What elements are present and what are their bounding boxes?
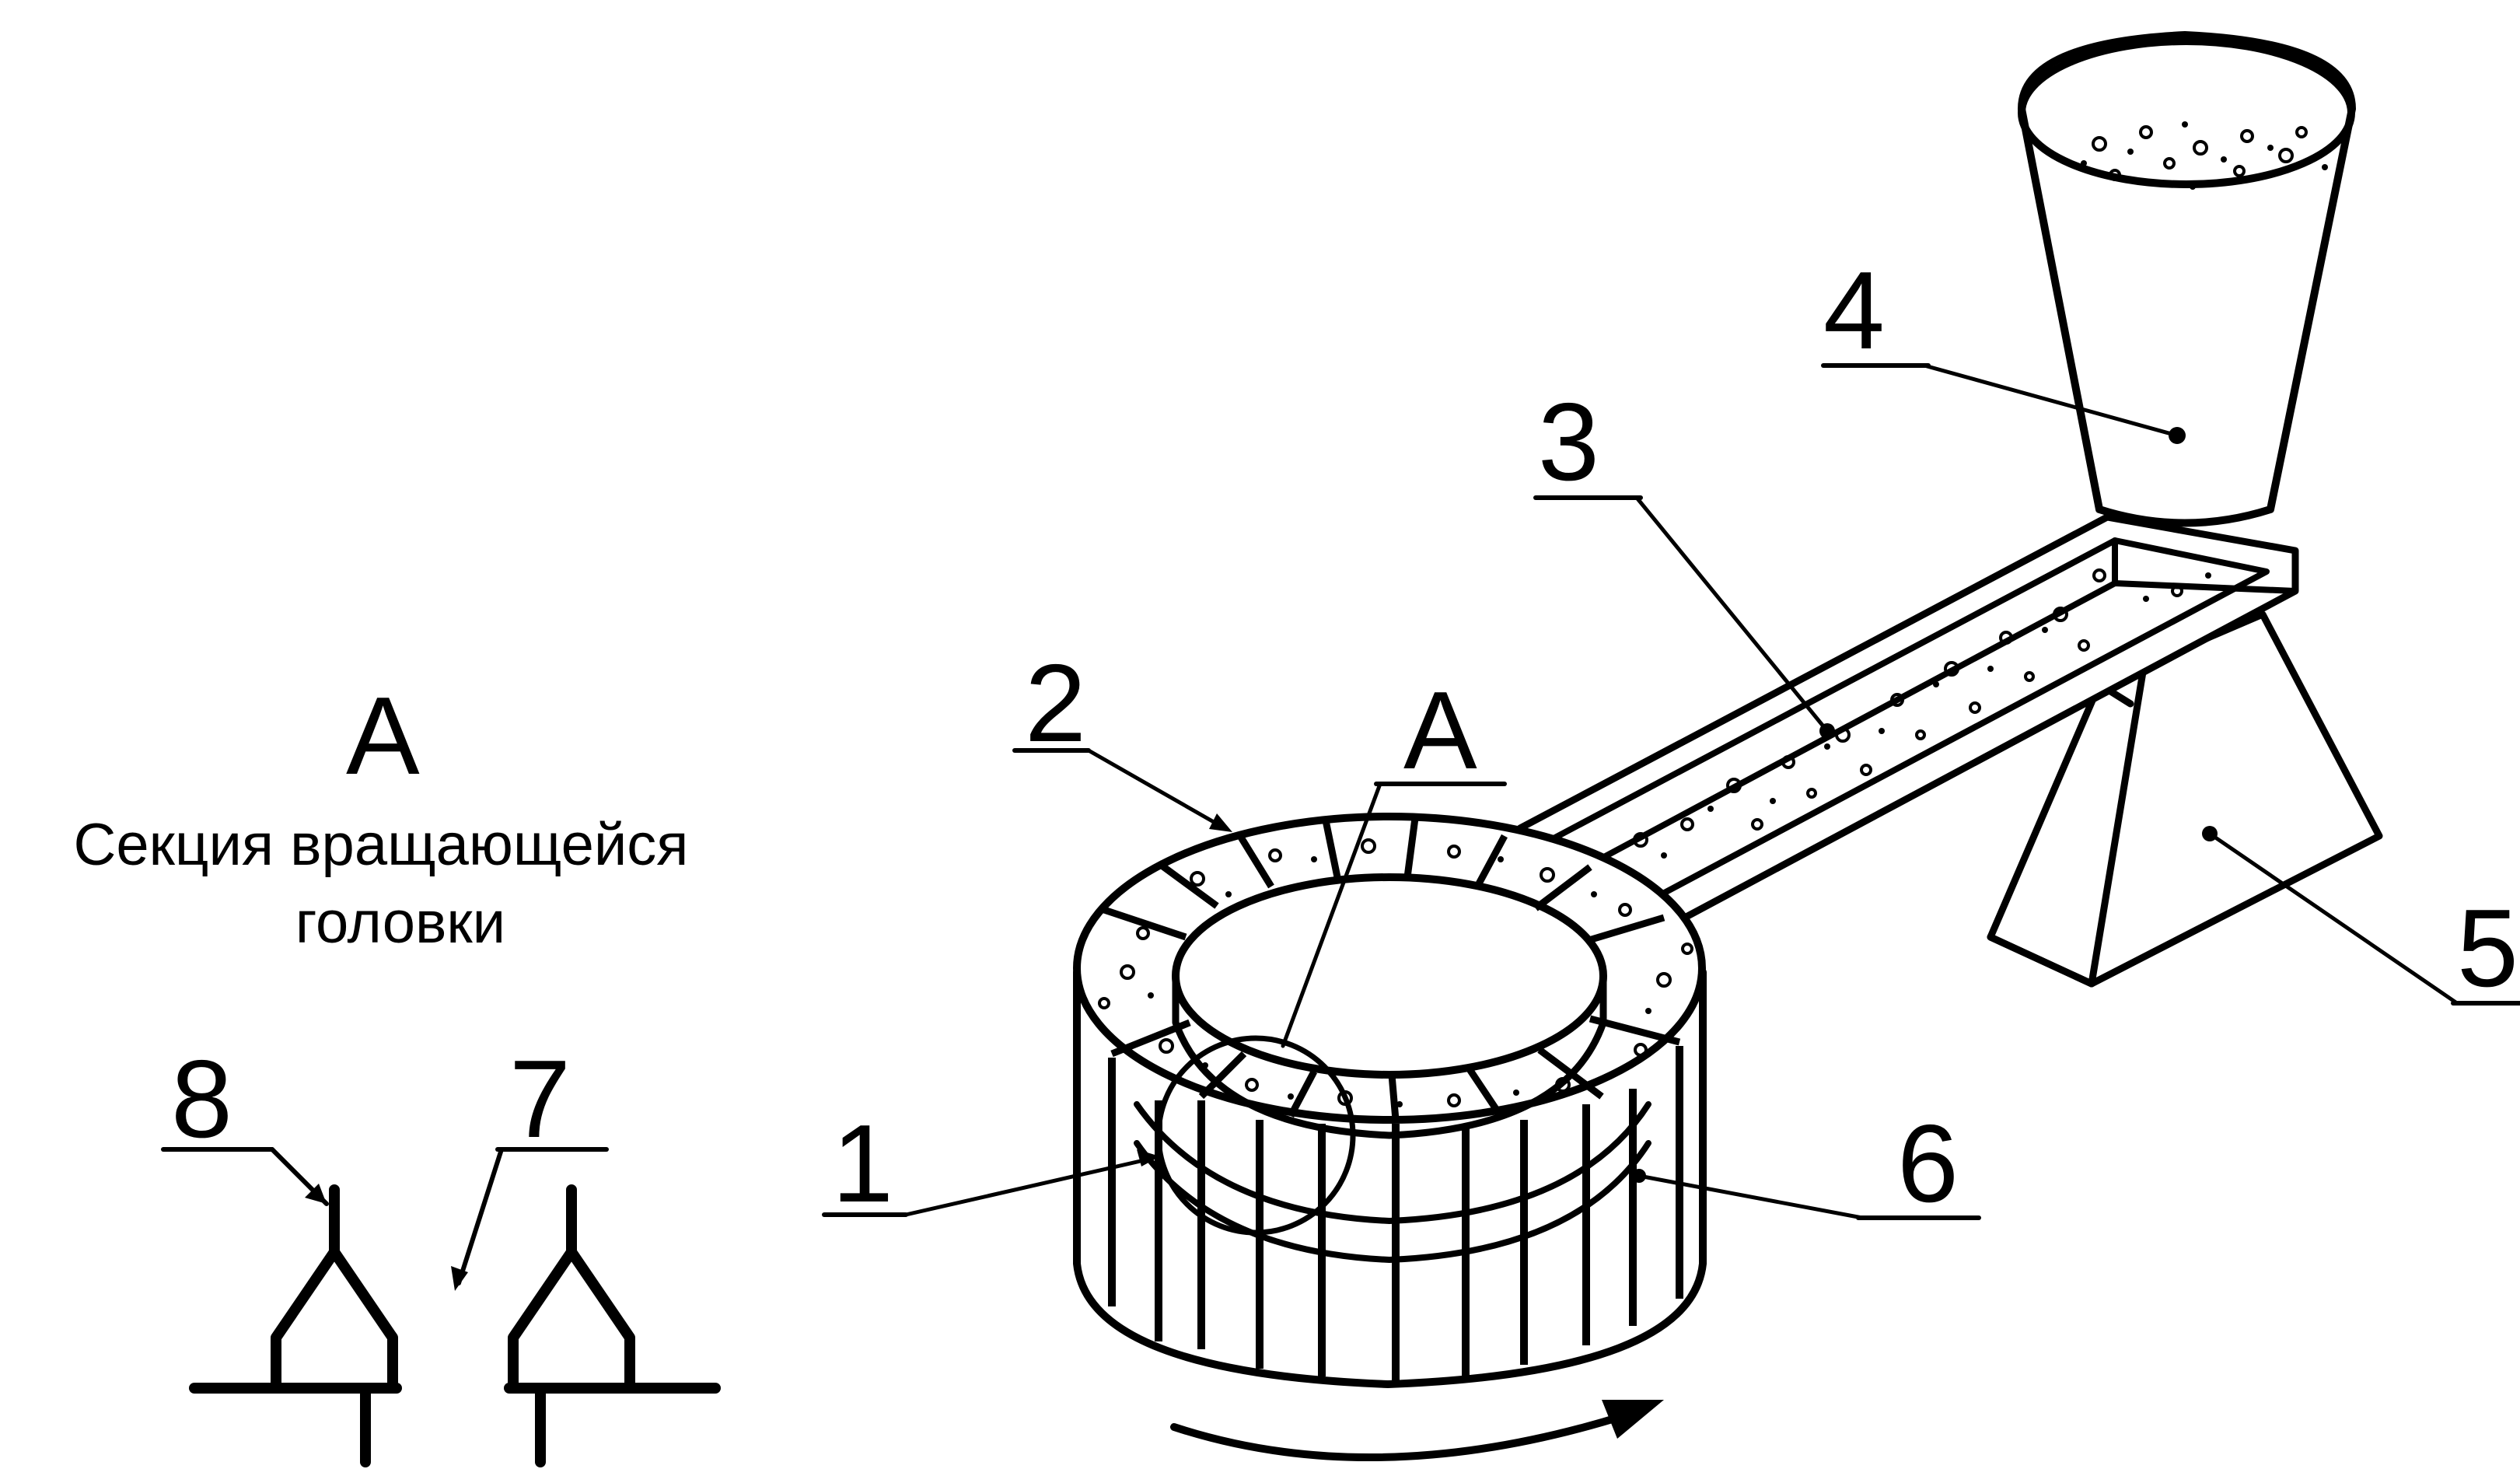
detail-a-leader xyxy=(1281,782,1382,1048)
section-caption-line2: головки xyxy=(295,890,505,956)
label-1: 1 xyxy=(832,1102,893,1226)
label-8: 8 xyxy=(171,1037,232,1161)
hopper-dots xyxy=(2081,121,2328,190)
label-7-leader xyxy=(456,1147,504,1285)
label-3: 3 xyxy=(1538,380,1599,504)
hopper-4: 4 xyxy=(1821,31,2356,527)
section-caption-line1: Секция вращающейся xyxy=(74,812,689,878)
label-2-arrowhead xyxy=(1209,813,1232,832)
label-7-arrowhead xyxy=(451,1266,468,1291)
detail-label-a: А xyxy=(1403,669,1477,792)
rotation-arrow xyxy=(1170,1411,1629,1461)
label-1-arrowhead xyxy=(1137,1149,1160,1166)
nozzle-right xyxy=(504,1184,721,1467)
label-2-leader xyxy=(1086,748,1227,831)
rotation-arrowhead xyxy=(1602,1400,1664,1439)
section-detail: А Секция вращающейся головки 8 7 xyxy=(74,674,721,1467)
label-5-leader xyxy=(2207,831,2459,1006)
chute-dots xyxy=(1661,572,2211,859)
hopper-granules xyxy=(2092,125,2308,181)
segment-lines-top xyxy=(1103,817,1681,1121)
label-5: 5 xyxy=(2457,887,2518,1010)
label-7: 7 xyxy=(509,1037,571,1161)
label-2: 2 xyxy=(1025,642,1086,765)
label-3-leader xyxy=(1634,495,1830,733)
detail-circle-a xyxy=(1155,1035,1356,1236)
label-6-leader xyxy=(1637,1173,1865,1220)
nozzle-left xyxy=(189,1184,402,1467)
ring-dots xyxy=(1148,856,1651,1107)
segment-lines-side xyxy=(1108,1046,1683,1380)
ring-granules xyxy=(1098,838,1693,1107)
label-8-arrowhead xyxy=(305,1184,327,1204)
label-4: 4 xyxy=(1823,249,1885,372)
rotating-head: А 2 1 6 xyxy=(822,642,1981,1461)
label-4-leader xyxy=(1922,363,2179,438)
label-1-leader xyxy=(903,1156,1153,1217)
section-letter: А xyxy=(346,674,420,798)
label-6: 6 xyxy=(1897,1102,1959,1226)
